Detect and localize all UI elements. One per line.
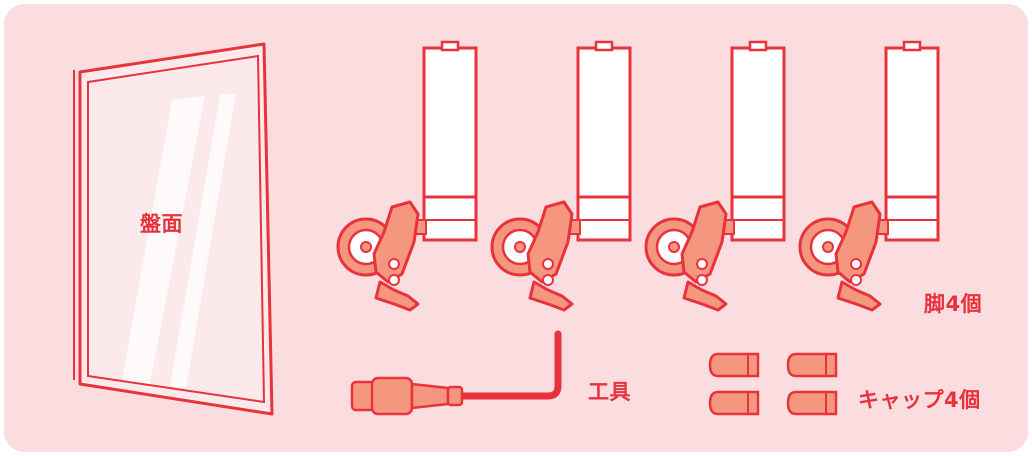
board-label: 盤面 xyxy=(140,212,183,236)
hex-key-tool-icon xyxy=(350,330,562,416)
caster-leg-icon xyxy=(336,40,940,312)
caps-label: キャップ4個 xyxy=(858,388,981,412)
cap-icon xyxy=(708,352,838,416)
tool-label: 工具 xyxy=(588,380,631,404)
board-panel-icon xyxy=(73,42,274,416)
legs-label: 脚4個 xyxy=(924,292,983,316)
